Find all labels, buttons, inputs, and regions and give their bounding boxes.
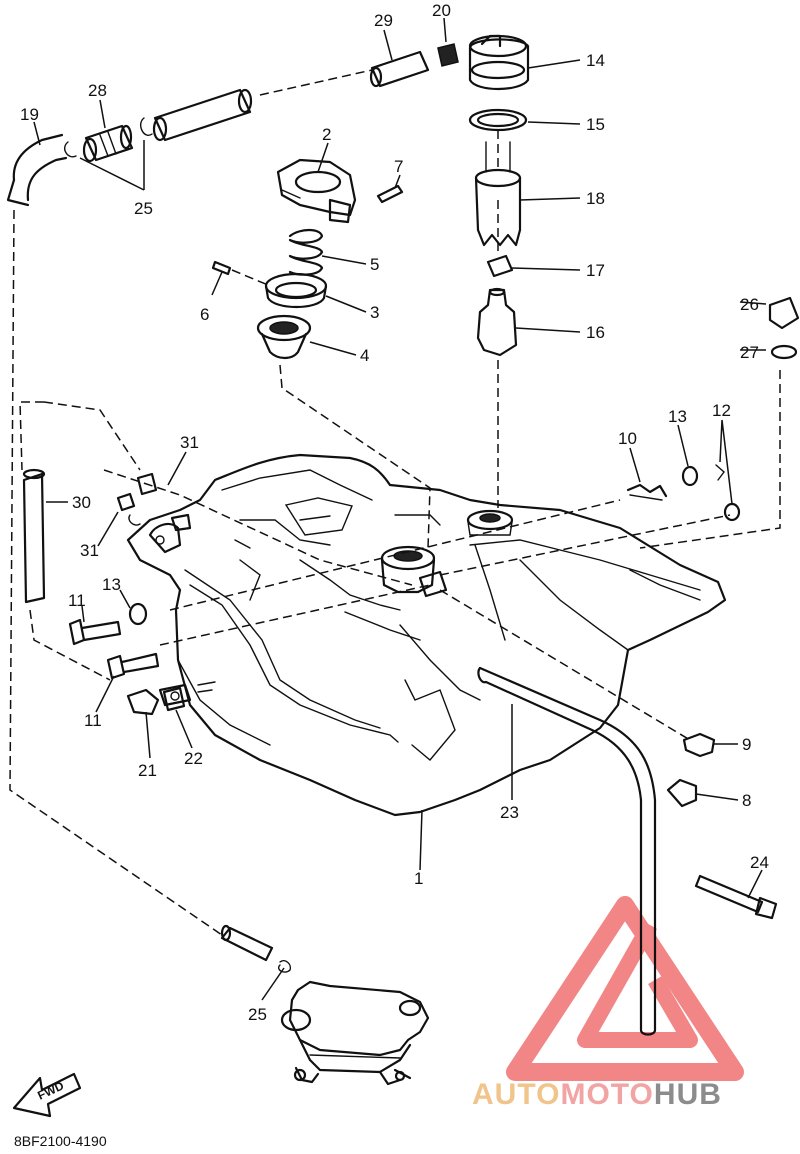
packing-3: [264, 272, 328, 308]
callout-14: 14: [586, 51, 605, 70]
watermark-triangle-outer: [506, 896, 744, 1081]
callout-8: 8: [742, 791, 751, 810]
watermark-triangle-inner: [577, 921, 698, 1048]
pump-tube-18: [474, 141, 522, 247]
callout-29: 29: [374, 11, 393, 30]
callout-3: 3: [370, 303, 379, 322]
callout-26: 26: [740, 295, 759, 314]
pump-16: [476, 287, 518, 357]
callout-17: 17: [586, 261, 605, 280]
clip-31b: [128, 514, 141, 526]
grommet-21: [126, 688, 160, 716]
nut-31a: [136, 472, 158, 496]
bolt-11-upper: [68, 618, 122, 646]
callout-4: 4: [360, 346, 369, 365]
bolt-11-lower: [106, 652, 160, 680]
callout-31-top: 31: [180, 433, 199, 452]
nut-31b: [116, 492, 136, 512]
clip-25b: [140, 117, 153, 136]
collar-4: [256, 314, 312, 360]
leader-lines: [33, 17, 767, 1001]
ring-15: [468, 108, 528, 132]
nut-27: [770, 344, 798, 360]
nut-17: [486, 254, 514, 278]
clip-10: [626, 483, 668, 498]
callout-11-upper: 11: [68, 591, 86, 610]
hose-28: [82, 124, 134, 163]
diagram-code: 8BF2100-4190: [14, 1133, 107, 1149]
bolt-24: [694, 874, 778, 920]
plug-26: [768, 296, 800, 330]
forward-direction-arrow-icon: FWD: [12, 1072, 82, 1118]
watermark-moto: MOTO: [560, 1078, 653, 1111]
callout-25-top: 25: [134, 199, 153, 218]
clip-9: [682, 732, 716, 758]
callout-6: 6: [200, 305, 209, 324]
callout-30: 30: [72, 493, 91, 512]
pin-7: [376, 184, 404, 204]
callout-1: 1: [414, 869, 423, 888]
callout-numbers: 19 28 25 29 20 14 15 18 17 16 2 7 5 3 4 …: [20, 1, 769, 1024]
fuel-cap: [276, 158, 357, 224]
callout-16: 16: [586, 323, 605, 342]
tank-body-outline: [126, 453, 727, 817]
hose-19-outer: [12, 133, 64, 182]
clip-12a: [715, 464, 725, 481]
callout-2: 2: [322, 125, 331, 144]
callout-23: 23: [500, 803, 519, 822]
watermark-text: AUTOMOTOHUB: [472, 1078, 722, 1111]
callout-9: 9: [742, 735, 751, 754]
pump-boss: [466, 509, 514, 531]
callout-10: 10: [618, 429, 637, 448]
clip-lower: [278, 960, 292, 973]
callout-22: 22: [184, 749, 203, 768]
callout-11-lower: 11: [84, 711, 102, 730]
callout-13-right: 13: [668, 407, 687, 426]
watermark-logo-icon: [506, 896, 744, 1081]
hose-29: [369, 50, 430, 88]
fuel-cock: [280, 980, 430, 1086]
callout-27: 27: [740, 343, 759, 362]
clip-12b: [723, 502, 741, 522]
pump-cap-14: [468, 34, 530, 90]
clamp-20: [437, 43, 459, 67]
callout-13-left: 13: [102, 575, 121, 594]
breather-pipe: [477, 666, 657, 1036]
callout-31-bottom: 31: [80, 541, 99, 560]
clamp-22: [162, 686, 186, 712]
callout-20: 20: [432, 1, 451, 20]
cap-8: [666, 778, 698, 808]
clip-25a: [64, 141, 77, 158]
spring-5: [288, 228, 324, 276]
watermark-auto: AUTO: [472, 1078, 560, 1111]
fuel-hose-lower: [220, 926, 274, 962]
fuel-tank: [126, 453, 727, 817]
callout-25-bottom: 25: [248, 1005, 267, 1024]
hose-30: [22, 468, 46, 604]
callout-18: 18: [586, 189, 605, 208]
callout-7: 7: [394, 157, 403, 176]
callout-28: 28: [88, 81, 107, 100]
assembly-lines: [9, 69, 781, 936]
watermark-hub: HUB: [654, 1078, 722, 1111]
callout-21: 21: [138, 761, 157, 780]
callout-15: 15: [586, 115, 605, 134]
callout-12: 12: [712, 401, 731, 420]
callout-19: 19: [20, 105, 39, 124]
washer-13-right: [681, 465, 699, 487]
pin-6: [211, 260, 232, 276]
callout-5: 5: [370, 255, 379, 274]
hose-long-top: [152, 88, 253, 142]
washer-13-left: [128, 602, 148, 626]
callout-24: 24: [750, 853, 769, 872]
